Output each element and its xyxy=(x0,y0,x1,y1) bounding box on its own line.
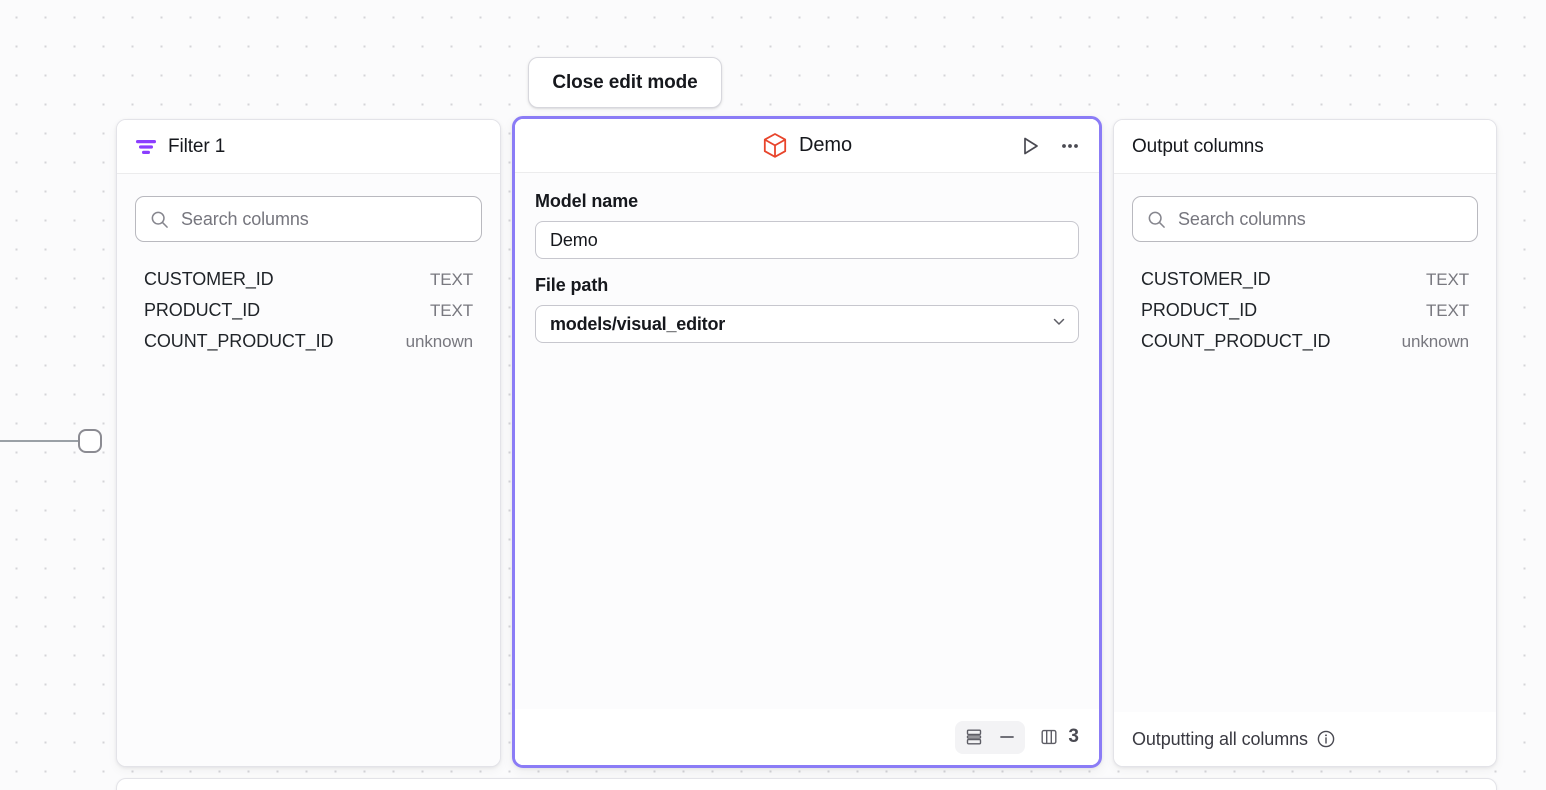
info-icon[interactable] xyxy=(1316,729,1336,749)
column-type: TEXT xyxy=(1425,270,1469,289)
column-type: TEXT xyxy=(429,270,473,289)
output-panel-footer: Outputting all columns xyxy=(1114,712,1496,766)
model-panel-footer: 3 xyxy=(515,709,1099,765)
outputting-status-text: Outputting all columns xyxy=(1132,728,1308,749)
model-panel-header: Demo xyxy=(515,119,1099,173)
file-path-field-block: File path models/visual_editor xyxy=(535,275,1079,343)
model-node-panel[interactable]: Demo M xyxy=(512,116,1102,768)
column-name: CUSTOMER_ID xyxy=(144,269,274,289)
model-name-input[interactable] xyxy=(535,221,1079,259)
table-row[interactable]: PRODUCT_ID TEXT xyxy=(1132,295,1478,326)
model-name-field-block: Model name xyxy=(535,191,1079,259)
file-path-label: File path xyxy=(535,275,609,295)
column-count-value: 3 xyxy=(1068,726,1079,747)
column-count-group[interactable]: 3 xyxy=(1039,726,1079,748)
filter-node-panel[interactable]: Filter 1 Search columns CUSTOMER_ID TEXT… xyxy=(116,119,501,767)
output-panel-body: Search columns CUSTOMER_ID TEXT PRODUCT_… xyxy=(1114,174,1496,712)
connector-handle[interactable] xyxy=(78,429,102,453)
rows-view-button[interactable] xyxy=(958,724,989,751)
file-path-select[interactable]: models/visual_editor xyxy=(535,305,1079,343)
column-type: TEXT xyxy=(1425,301,1469,320)
collapse-button[interactable] xyxy=(991,724,1022,751)
model-panel-title: Demo xyxy=(799,134,852,156)
view-mode-toggle-group xyxy=(955,720,1026,754)
file-path-select-wrap: models/visual_editor xyxy=(535,305,1079,343)
table-row[interactable]: COUNT_PRODUCT_ID unknown xyxy=(1132,326,1478,357)
minus-icon xyxy=(997,727,1017,747)
column-name: CUSTOMER_ID xyxy=(1141,269,1271,289)
table-row[interactable]: COUNT_PRODUCT_ID unknown xyxy=(135,326,482,357)
close-edit-mode-button[interactable]: Close edit mode xyxy=(528,57,722,108)
model-panel-body: Model name File path models/visual_edito… xyxy=(515,173,1099,709)
column-type: unknown xyxy=(1401,332,1469,351)
run-button[interactable] xyxy=(1015,131,1045,161)
output-panel-header: Output columns xyxy=(1114,120,1496,174)
output-column-list: CUSTOMER_ID TEXT PRODUCT_ID TEXT COUNT_P… xyxy=(1132,264,1478,357)
table-row[interactable]: CUSTOMER_ID TEXT xyxy=(1132,264,1478,295)
column-type: TEXT xyxy=(429,301,473,320)
play-icon xyxy=(1019,135,1041,157)
rows-view-icon xyxy=(964,727,984,747)
columns-view-icon xyxy=(1039,727,1059,747)
model-name-label: Model name xyxy=(535,191,639,211)
ellipsis-icon xyxy=(1059,135,1081,157)
model-title-group: Demo xyxy=(762,132,852,159)
search-icon xyxy=(150,210,169,229)
column-name: COUNT_PRODUCT_ID xyxy=(144,331,334,351)
filter-search-placeholder: Search columns xyxy=(181,208,309,229)
output-columns-panel[interactable]: Output columns Search columns CUSTOMER_I… xyxy=(1113,119,1497,767)
bottom-panel-peek[interactable] xyxy=(116,778,1497,790)
filter-icon xyxy=(135,138,157,156)
cube-icon xyxy=(762,132,788,159)
output-panel-title: Output columns xyxy=(1132,135,1264,157)
output-search-placeholder: Search columns xyxy=(1178,208,1306,229)
output-search-input[interactable]: Search columns xyxy=(1132,196,1478,242)
model-header-actions xyxy=(1015,131,1085,161)
filter-panel-body: Search columns CUSTOMER_ID TEXT PRODUCT_… xyxy=(117,174,500,766)
column-name: PRODUCT_ID xyxy=(1141,300,1258,320)
search-icon xyxy=(1147,210,1166,229)
column-type: unknown xyxy=(405,332,473,351)
column-name: PRODUCT_ID xyxy=(144,300,261,320)
connector-edge xyxy=(0,440,82,442)
filter-search-input[interactable]: Search columns xyxy=(135,196,482,242)
column-name: COUNT_PRODUCT_ID xyxy=(1141,331,1331,351)
filter-panel-header: Filter 1 xyxy=(117,120,500,174)
filter-column-list: CUSTOMER_ID TEXT PRODUCT_ID TEXT COUNT_P… xyxy=(135,264,482,357)
table-row[interactable]: PRODUCT_ID TEXT xyxy=(135,295,482,326)
table-row[interactable]: CUSTOMER_ID TEXT xyxy=(135,264,482,295)
more-options-button[interactable] xyxy=(1055,131,1085,161)
filter-panel-title: Filter 1 xyxy=(168,135,226,157)
